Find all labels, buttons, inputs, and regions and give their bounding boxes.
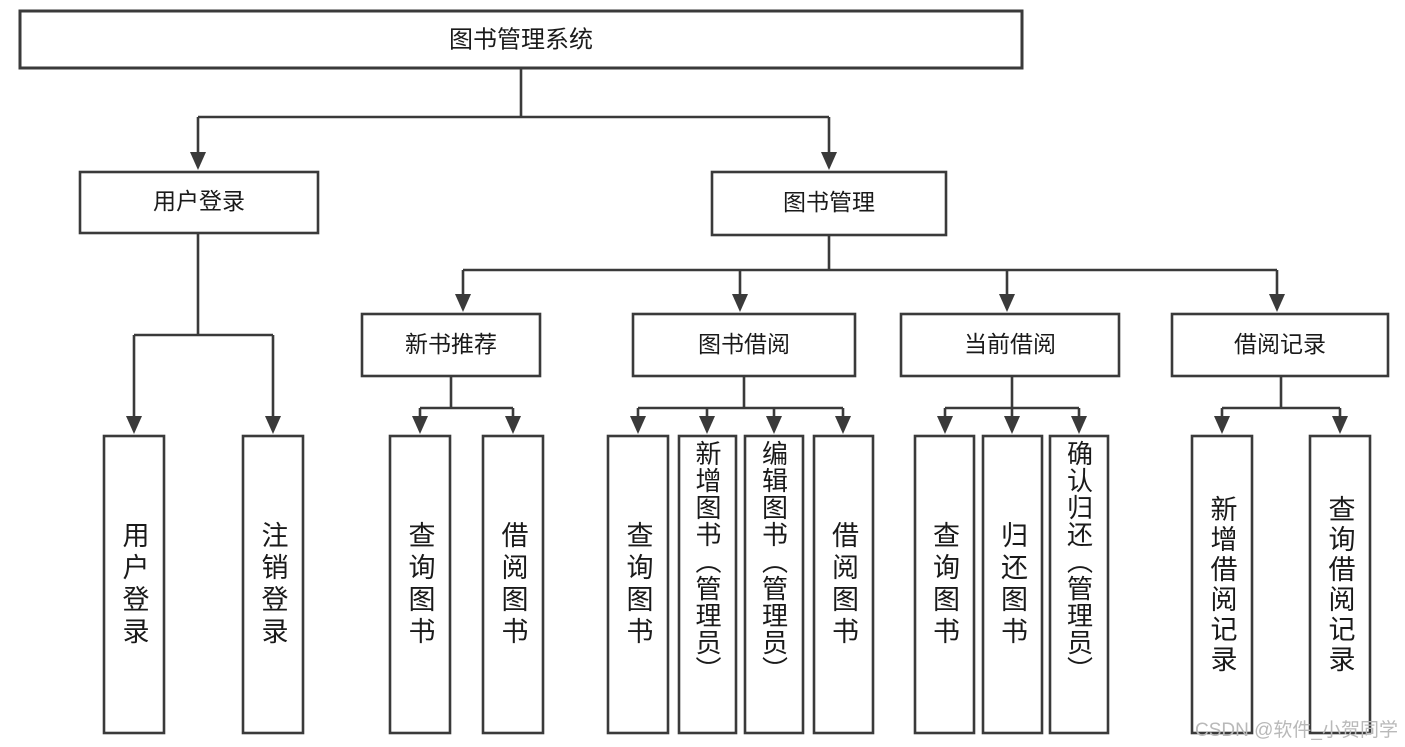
leaf-query-borrow-record[interactable]: 查询借阅记录 [1308, 434, 1372, 735]
node-root-rect[interactable] [18, 9, 1024, 70]
leaf-edit-book-admin-label: 编辑图书（管理员） [758, 440, 789, 683]
leaf-borrow-book-2-label: 借阅图书 [828, 520, 858, 649]
leaf-user-logout-label: 注销登录 [257, 520, 288, 649]
leaf-user-logout-rect[interactable] [241, 434, 305, 735]
leaf-borrow-book-2-textwrap: 借阅图书 [828, 520, 858, 649]
node-root[interactable]: 图书管理系统 [18, 9, 1024, 70]
leaf-add-book-admin-label: 新增图书（管理员） [692, 440, 722, 683]
leaf-confirm-return-admin-textwrap: 确认归还（管理员） [1063, 440, 1094, 683]
arrow-head-icon [835, 416, 851, 434]
arrow-head-icon [1004, 416, 1020, 434]
leaf-query-book-3[interactable]: 查询图书 [913, 434, 976, 735]
leaf-borrow-book-2[interactable]: 借阅图书 [812, 434, 875, 735]
arrow-head-icon [126, 416, 142, 434]
node-book-manage-rect[interactable] [710, 170, 948, 237]
arrow-head-icon [766, 416, 782, 434]
node-user-login[interactable]: 用户登录 [78, 170, 320, 235]
leaf-return-book[interactable]: 归还图书 [981, 434, 1044, 735]
leaf-query-book-2-rect[interactable] [606, 434, 670, 735]
node-new-book-recommend[interactable]: 新书推荐 [360, 312, 542, 378]
arrow-head-icon [265, 416, 281, 434]
arrow-head-icon [630, 416, 646, 434]
leaf-query-book-2[interactable]: 查询图书 [606, 434, 670, 735]
node-book-manage[interactable]: 图书管理 [710, 170, 948, 237]
leaf-borrow-book-1-label: 借阅图书 [497, 520, 528, 649]
arrow-head-icon [732, 294, 748, 312]
node-root-label: 图书管理系统 [449, 26, 593, 53]
leaf-query-book-2-label: 查询图书 [622, 520, 653, 649]
arrow-head-icon [190, 152, 206, 170]
leaf-user-login-do-textwrap: 用户登录 [118, 520, 149, 649]
leaf-query-book-2-textwrap: 查询图书 [622, 520, 653, 649]
watermark-text: CSDN @软件_小贺同学 [1195, 719, 1398, 741]
node-borrow-record[interactable]: 借阅记录 [1170, 312, 1390, 378]
node-book-borrow-rect[interactable] [631, 312, 857, 378]
node-user-login-rect[interactable] [78, 170, 320, 235]
leaf-confirm-return-admin-rect[interactable] [1048, 434, 1110, 735]
leaf-user-login-do[interactable]: 用户登录 [102, 434, 166, 735]
leaf-borrow-book-2-rect[interactable] [812, 434, 875, 735]
node-book-manage-label: 图书管理 [783, 189, 875, 215]
arrow-head-icon [1269, 294, 1285, 312]
leaf-query-book-1[interactable]: 查询图书 [388, 434, 452, 735]
leaf-query-borrow-record-label: 查询借阅记录 [1324, 494, 1355, 675]
leaf-add-book-admin-textwrap: 新增图书（管理员） [692, 440, 722, 683]
leaf-add-book-admin[interactable]: 新增图书（管理员） [677, 434, 738, 735]
arrow-head-icon [1214, 416, 1230, 434]
leaf-confirm-return-admin[interactable]: 确认归还（管理员） [1048, 434, 1110, 735]
arrow-head-icon [937, 416, 953, 434]
node-current-borrow-label: 当前借阅 [964, 331, 1056, 357]
leaf-return-book-rect[interactable] [981, 434, 1044, 735]
arrow-head-icon [455, 294, 471, 312]
arrow-head-icon [699, 416, 715, 434]
leaf-user-login-do-label: 用户登录 [118, 520, 149, 649]
node-borrow-record-label: 借阅记录 [1234, 331, 1326, 357]
arrow-head-icon [505, 416, 521, 434]
node-user-login-label: 用户登录 [153, 188, 245, 214]
connector-layer [126, 68, 1348, 434]
node-book-borrow-label: 图书借阅 [698, 331, 790, 357]
leaf-query-book-3-rect[interactable] [913, 434, 976, 735]
leaf-user-login-do-rect[interactable] [102, 434, 166, 735]
leaf-confirm-return-admin-label: 确认归还（管理员） [1063, 440, 1094, 683]
leaf-user-logout-textwrap: 注销登录 [257, 520, 288, 649]
node-new-book-recommend-rect[interactable] [360, 312, 542, 378]
arrow-head-icon [1332, 416, 1348, 434]
leaf-return-book-textwrap: 归还图书 [997, 520, 1027, 649]
leaf-query-borrow-record-rect[interactable] [1308, 434, 1372, 735]
leaf-query-book-1-textwrap: 查询图书 [404, 520, 435, 649]
node-new-book-recommend-label: 新书推荐 [405, 331, 497, 357]
node-book-borrow[interactable]: 图书借阅 [631, 312, 857, 378]
leaf-edit-book-admin-textwrap: 编辑图书（管理员） [758, 440, 789, 683]
leaf-add-book-admin-rect[interactable] [677, 434, 738, 735]
leaf-borrow-book-1[interactable]: 借阅图书 [481, 434, 545, 735]
leaf-query-book-3-textwrap: 查询图书 [929, 520, 959, 649]
node-current-borrow-rect[interactable] [899, 312, 1121, 378]
leaf-add-borrow-record-label: 新增借阅记录 [1206, 494, 1237, 675]
node-borrow-record-rect[interactable] [1170, 312, 1390, 378]
leaf-borrow-book-1-rect[interactable] [481, 434, 545, 735]
leaf-add-borrow-record[interactable]: 新增借阅记录 [1190, 434, 1254, 735]
leaf-edit-book-admin-rect[interactable] [743, 434, 805, 735]
arrow-head-icon [412, 416, 428, 434]
leaf-add-borrow-record-textwrap: 新增借阅记录 [1206, 494, 1237, 675]
leaf-borrow-book-1-textwrap: 借阅图书 [497, 520, 528, 649]
leaf-return-book-label: 归还图书 [997, 520, 1027, 649]
leaf-query-book-1-rect[interactable] [388, 434, 452, 735]
node-current-borrow[interactable]: 当前借阅 [899, 312, 1121, 378]
arrow-head-icon [999, 294, 1015, 312]
leaf-query-borrow-record-textwrap: 查询借阅记录 [1324, 494, 1355, 675]
leaf-add-borrow-record-rect[interactable] [1190, 434, 1254, 735]
leaf-query-book-3-label: 查询图书 [929, 520, 959, 649]
leaf-user-logout[interactable]: 注销登录 [241, 434, 305, 735]
arrow-head-icon [1071, 416, 1087, 434]
leaf-query-book-1-label: 查询图书 [404, 520, 435, 649]
leaf-edit-book-admin[interactable]: 编辑图书（管理员） [743, 434, 805, 735]
arrow-head-icon [821, 152, 837, 170]
